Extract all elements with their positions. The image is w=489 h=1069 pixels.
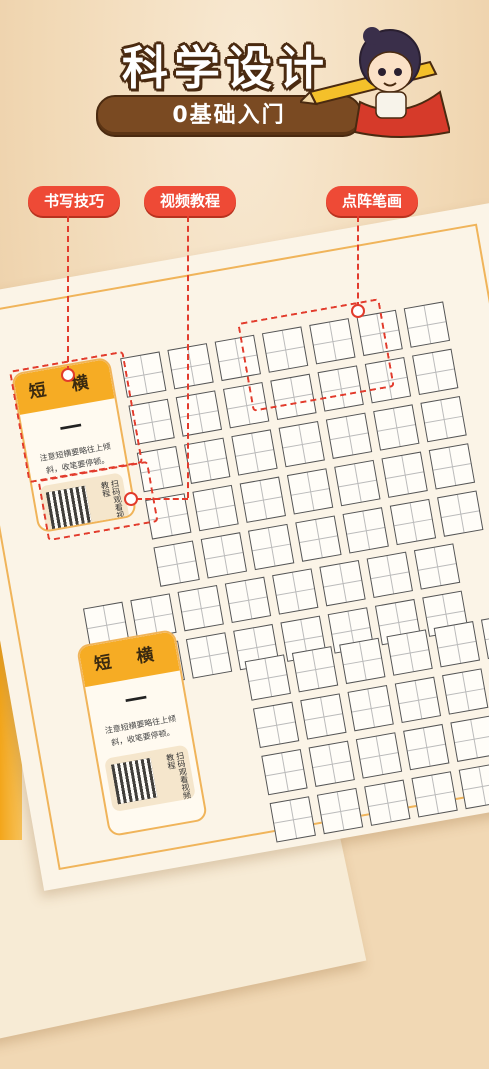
practice-cell [300, 693, 347, 740]
practice-cell [412, 348, 459, 396]
practice-cell [295, 515, 342, 562]
practice-cell [239, 476, 286, 523]
leader-dot [351, 304, 365, 318]
practice-cell [308, 740, 355, 787]
practice-cell [403, 301, 451, 348]
highlight-box-tips [8, 350, 144, 484]
practice-cell [364, 779, 411, 826]
practice-cell [347, 685, 394, 732]
practice-cell [389, 498, 437, 546]
leader-line [67, 216, 69, 372]
callout-dot-strokes: 点阵笔画 [326, 186, 418, 216]
practice-cell [394, 676, 442, 724]
practice-cell [319, 559, 366, 607]
practice-cell [167, 343, 214, 390]
leader-dot [61, 368, 75, 382]
page-title: 科学设计 [122, 41, 330, 95]
practice-cell [437, 490, 484, 537]
practice-cell [192, 484, 239, 532]
callout-video-tutorial: 视频教程 [144, 186, 236, 216]
practice-cell [252, 701, 300, 749]
practice-cell [325, 412, 373, 459]
practice-cell [450, 715, 489, 762]
practice-cell [428, 443, 476, 490]
practice-cell [200, 532, 248, 579]
practice-cell [381, 451, 428, 498]
practice-cell [272, 568, 319, 615]
leader-line [136, 498, 188, 500]
practice-cell [286, 468, 334, 515]
practice-cell [342, 507, 389, 554]
practice-cell [175, 390, 223, 437]
leader-dot [124, 492, 138, 506]
callout-writing-tips: 书写技巧 [28, 186, 120, 216]
practice-cell [480, 612, 489, 660]
practice-cell [442, 668, 489, 715]
practice-cell [420, 395, 467, 443]
practice-cell [339, 637, 386, 685]
practice-cell [291, 646, 339, 693]
practice-cell [247, 523, 295, 571]
practice-cell [269, 796, 316, 843]
practice-cell [185, 632, 233, 679]
practice-cell [231, 429, 278, 476]
practice-cell [413, 543, 461, 590]
practice-cell [386, 629, 433, 676]
practice-cell [177, 584, 224, 632]
leader-line [187, 216, 189, 498]
practice-cell [244, 654, 291, 701]
practice-cell [373, 404, 420, 451]
header-banner: 科学设计 0基础入门 [0, 0, 489, 150]
practice-cell [433, 621, 481, 668]
practice-cell [366, 551, 413, 598]
practice-cell [411, 771, 458, 818]
practice-cell [261, 748, 308, 796]
practice-cell [334, 459, 381, 507]
practice-cell [355, 732, 403, 779]
practice-cell [184, 437, 231, 484]
mascot-illustration [300, 27, 450, 138]
practice-cell [153, 540, 200, 587]
qr-panel: 扫码观看视频教程 [103, 744, 197, 813]
qr-code-icon[interactable] [111, 757, 158, 805]
practice-cell [224, 576, 272, 623]
practice-cell [403, 723, 450, 771]
practice-cell [278, 420, 325, 468]
qr-label: 扫码观看视频教程 [165, 751, 193, 800]
page-subtitle: 0基础入门 [172, 103, 286, 128]
practice-cell [316, 787, 364, 835]
leader-line [357, 216, 359, 308]
